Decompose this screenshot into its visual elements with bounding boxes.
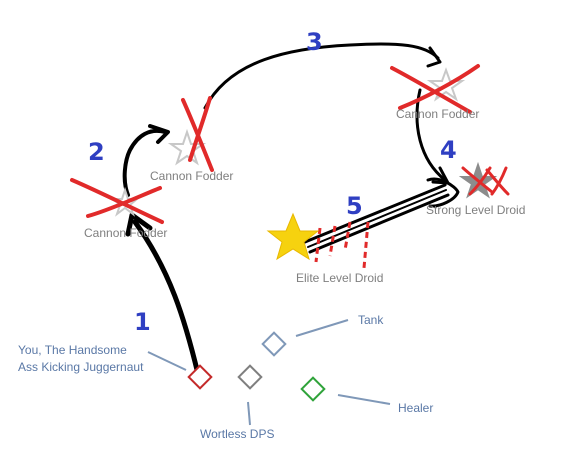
elite-droid-star [266,212,320,261]
player-label-line2: Ass Kicking Juggernaut [18,360,144,374]
elite-droid-label: Elite Level Droid [296,271,383,285]
step-number-2: 2 [88,138,105,166]
star-icon [167,128,207,166]
arrow-3-head [426,46,442,68]
elite-attack-marks [314,221,370,269]
cannon-fodder-star-2 [167,128,207,166]
player-diamond-icon [187,364,213,390]
arrow-4 [415,88,447,182]
player-label-line1: You, The Handsome [18,343,127,357]
arrow-5-mid [307,189,447,248]
dps-diamond-icon [237,364,263,390]
cross-icon [70,178,164,224]
movement-arrows [122,42,460,377]
step-number-3: 3 [306,28,323,56]
tank-label: Tank [358,313,384,327]
cannon-fodder-label-3: Cannon Fodder [396,107,479,121]
arrow-2-head [148,124,170,144]
star-icon [266,212,320,261]
defeated-crosses [70,64,510,224]
leader-lines [147,319,391,426]
healer-label: Healer [398,401,433,415]
step-number-4: 4 [440,136,457,164]
cross-icon [461,166,510,196]
arrow-5-head [426,177,460,208]
arrow-3 [203,42,440,110]
party [187,331,326,402]
step-number-5: 5 [346,192,363,220]
cannon-fodder-label-2: Cannon Fodder [150,169,233,183]
step-number-1: 1 [134,308,151,336]
tank-diamond-icon [261,331,287,357]
strong-droid-label: Strong Level Droid [426,203,525,217]
cross-icon [181,96,214,172]
cross-icon [390,64,480,114]
arrow-5-upper [303,183,447,244]
arrow-1-head [125,212,153,237]
cannon-fodder-label-1: Cannon Fodder [84,226,167,240]
arrow-1 [132,219,201,377]
healer-diamond-icon [300,376,326,402]
dps-label: Wortless DPS [200,427,274,441]
arrow-5-lower [308,193,450,254]
arrow-2 [122,129,167,197]
